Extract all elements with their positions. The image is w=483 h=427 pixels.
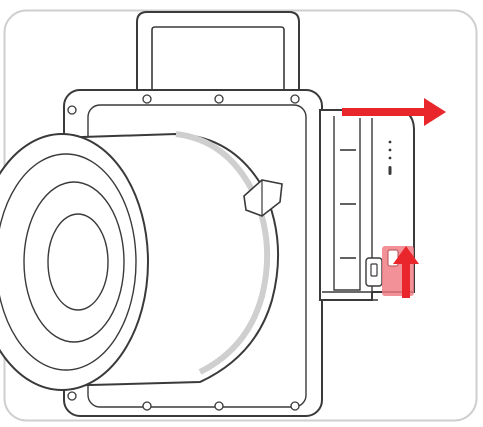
carry-handle <box>136 11 300 92</box>
screw-icon <box>214 401 224 411</box>
lens-core <box>47 213 109 311</box>
screw-icon <box>142 401 152 411</box>
lens-outer-ring <box>0 133 149 391</box>
screw-icon <box>290 94 300 104</box>
indicator-lights <box>388 140 392 175</box>
screw-icon <box>142 94 152 104</box>
indicator-dot <box>388 140 392 144</box>
indicator-dot <box>388 148 392 152</box>
side-ticks <box>340 149 356 259</box>
body-screws <box>67 94 300 411</box>
screw-icon <box>290 401 300 411</box>
screw-icon <box>67 105 77 115</box>
lens-inner-ring <box>23 181 125 343</box>
screw-icon <box>67 391 77 401</box>
arrow-up-icon <box>393 246 419 298</box>
switch-knob <box>370 263 378 277</box>
action-arrows <box>342 98 446 298</box>
indicator-dot <box>388 156 392 160</box>
indicator-slot <box>388 166 392 175</box>
arrow-right-icon <box>342 98 446 126</box>
side-module-inner <box>333 116 361 291</box>
screw-icon <box>214 94 224 104</box>
lens-barrel-shadow <box>175 131 271 375</box>
carry-handle-inner <box>151 26 285 92</box>
lens-mid-ring <box>0 153 137 371</box>
